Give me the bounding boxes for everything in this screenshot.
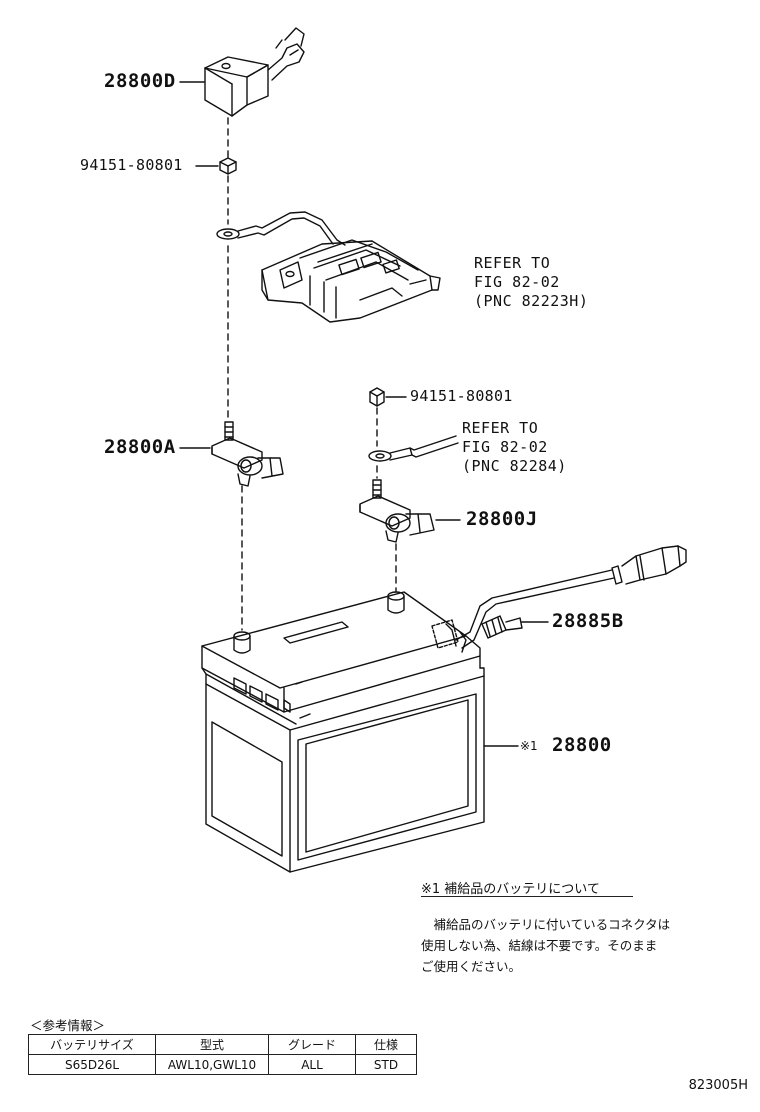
lower-cable <box>368 435 459 462</box>
reference-title: ＜参考情報＞ <box>30 1018 106 1033</box>
refer-upper-line-2: FIG 82-02 <box>474 273 560 291</box>
label-nut-middle: 94151-80801 <box>410 387 513 405</box>
nut-top <box>219 157 237 175</box>
table-row: S65D26L AWL10,GWL10 ALL STD <box>28 1054 417 1075</box>
label-28800: 28800 <box>552 734 612 756</box>
refer-lower-line-1: REFER TO <box>462 419 539 437</box>
header-spec: 仕様 <box>355 1034 417 1055</box>
note-line-2: 使用しない為、結線は不要です。そのまま <box>421 938 658 953</box>
header-model: 型式 <box>155 1034 269 1055</box>
label-28885B: 28885B <box>552 610 624 632</box>
nut-middle <box>369 387 385 407</box>
table-header-row: バッテリサイズ 型式 グレード 仕様 <box>28 1034 417 1055</box>
vent-tube-28885B <box>455 545 687 649</box>
refer-lower-line-3: (PNC 82284) <box>462 457 567 475</box>
label-28800J: 28800J <box>466 508 538 530</box>
label-nut-top: 94151-80801 <box>80 156 183 174</box>
fuse-block <box>261 239 441 323</box>
label-28800-mark: ※1 <box>520 739 538 753</box>
note-underline <box>421 896 633 897</box>
note-body: 補給品のバッテリに付いているコネクタは 使用しない為、結線は不要です。そのまま … <box>421 914 721 977</box>
refer-upper: REFER TO FIG 82-02 (PNC 82223H) <box>474 254 588 311</box>
note-line-3: ご使用ください。 <box>421 959 522 974</box>
label-28800A: 28800A <box>104 436 176 458</box>
cell-spec: STD <box>355 1054 417 1075</box>
terminal-clamp-28800A <box>211 421 284 487</box>
battery-28800 <box>201 591 485 873</box>
refer-lower: REFER TO FIG 82-02 (PNC 82284) <box>462 419 567 476</box>
refer-lower-line-2: FIG 82-02 <box>462 438 548 456</box>
refer-upper-line-1: REFER TO <box>474 254 551 272</box>
figure-code: 823005H <box>688 1078 748 1093</box>
cell-grade: ALL <box>268 1054 356 1075</box>
header-battery-size: バッテリサイズ <box>28 1034 156 1055</box>
refer-upper-line-3: (PNC 82223H) <box>474 292 589 310</box>
note-line-1: 補給品のバッテリに付いているコネクタは <box>421 917 671 932</box>
cell-model: AWL10,GWL10 <box>155 1054 269 1075</box>
terminal-clamp-28800J <box>359 479 435 543</box>
reference-table: バッテリサイズ 型式 グレード 仕様 S65D26L AWL10,GWL10 A… <box>28 1034 417 1075</box>
note-title: ※1 補給品のバッテリについて <box>421 882 600 897</box>
terminal-cover-28800D <box>204 27 305 117</box>
label-28800D: 28800D <box>104 70 176 92</box>
cell-battery-size: S65D26L <box>28 1054 156 1075</box>
header-grade: グレード <box>268 1034 356 1055</box>
upper-cable <box>216 211 346 246</box>
